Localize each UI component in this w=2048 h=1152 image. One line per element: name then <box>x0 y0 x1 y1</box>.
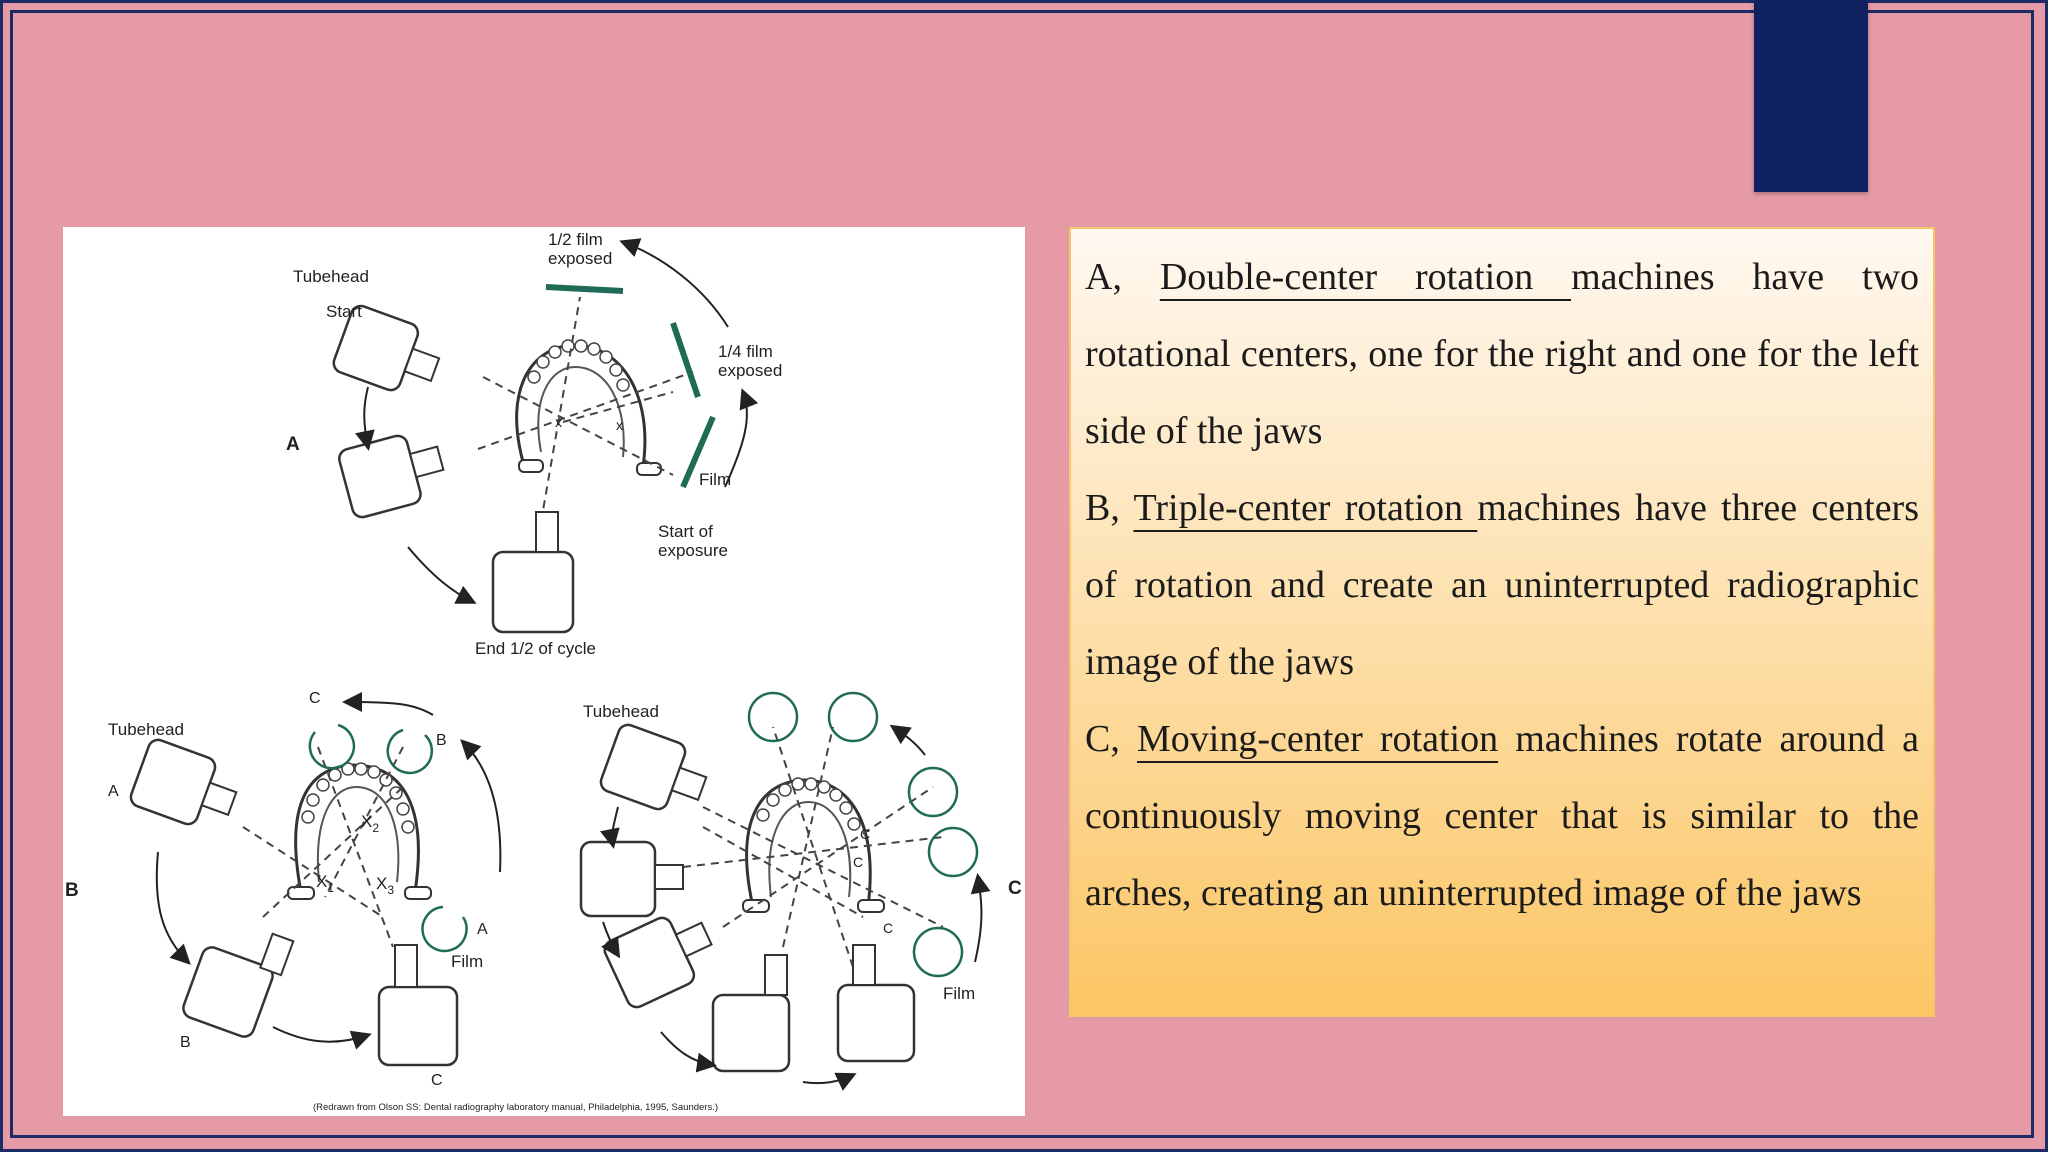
panel-b-position-b: B <box>180 1034 191 1051</box>
paragraph-b-prefix: B, <box>1085 487 1134 529</box>
paragraph-a-prefix: A, <box>1085 256 1160 298</box>
panel-a-start-label: Start <box>326 302 362 321</box>
panel-b-teeth <box>301 762 415 834</box>
panel-a-half-film-label-2: exposed <box>548 249 612 268</box>
term-triple-center-rotation: Triple-center rotation <box>1133 487 1478 529</box>
panel-c-tubehead-3 <box>603 916 713 1009</box>
panel-b-condyle-right <box>404 886 432 900</box>
paragraph-double-center: A, Double-center rotation machines have … <box>1085 239 1919 470</box>
panel-b-label: B <box>65 880 79 901</box>
panel-a-half-film-label-1: 1/2 film <box>548 230 603 249</box>
panel-c-arrows <box>600 724 991 1091</box>
panel-b-position-c: C <box>431 1072 443 1089</box>
panel-b-beams <box>242 746 404 948</box>
panel-a-condyle-left <box>518 459 544 473</box>
panel-b-x2: X2 <box>361 812 379 835</box>
panel-a-tubehead-middle <box>338 434 445 519</box>
panel-a-film-label: Film <box>699 470 731 489</box>
panel-a: x x Tubehead Start 1/2 film exposed <box>286 230 782 658</box>
panel-c-mark-2: C <box>853 854 863 870</box>
panel-b-tubehead-b <box>182 932 295 1038</box>
panel-b-condyle-left <box>287 886 315 900</box>
panel-c-tubehead-5 <box>836 944 916 1063</box>
panel-c-mark-3: C <box>883 920 893 936</box>
panel-b-jaw-inner <box>317 785 400 883</box>
panel-a-start-exposure-label-1: Start of <box>658 522 713 541</box>
panel-b-x3: X3 <box>376 874 394 897</box>
paragraph-c-prefix: C, <box>1085 718 1137 760</box>
panel-c-rotation-circles <box>747 691 979 978</box>
panel-a-film-quarter <box>670 322 701 398</box>
panel-a-jaw-inner <box>537 365 625 458</box>
panel-a-quarter-film-label-2: exposed <box>718 361 782 380</box>
panel-b-x1: X1 <box>316 872 334 895</box>
panel-a-quarter-film-label-1: 1/4 film <box>718 342 773 361</box>
panel-b-tubehead-a <box>129 738 238 826</box>
panel-a-label: A <box>286 434 300 455</box>
paragraph-a-body: machines have two rotational centers, on… <box>1085 256 1920 452</box>
rotation-diagram-svg: x x Tubehead Start 1/2 film exposed <box>65 230 1022 1113</box>
panel-b: Tubehead A B C C B A X1 X2 X3 Film B <box>65 690 502 1089</box>
panel-a-teeth <box>527 339 630 392</box>
panel-c-teeth <box>756 777 861 831</box>
panel-c-tubehead-label: Tubehead <box>583 702 659 721</box>
panel-c-condyle-right <box>857 899 885 913</box>
panel-c-beams <box>682 726 944 968</box>
panel-c-label: C <box>1008 878 1022 899</box>
paragraph-triple-center: B, Triple-center rotation machines have … <box>1085 470 1919 701</box>
panel-a-end-cycle-label: End 1/2 of cycle <box>475 639 596 658</box>
rotation-diagram-figure: x x Tubehead Start 1/2 film exposed <box>63 227 1025 1116</box>
panel-b-film-label: Film <box>451 952 483 971</box>
panel-a-rotation-center-2: x <box>616 417 623 433</box>
panel-b-tubehead-c <box>377 944 459 1067</box>
figure-caption: (Redrawn from Olson SS: Dental radiograp… <box>313 1102 718 1113</box>
paragraph-b-body: machines have three centers of rotation … <box>1085 487 1919 683</box>
panel-a-arrows <box>355 238 759 604</box>
panel-b-center-a: A <box>477 921 488 938</box>
panel-c-tubehead-4 <box>711 954 791 1073</box>
panel-c-mark-1: C <box>860 826 870 842</box>
panel-c-film-label: Film <box>943 984 975 1003</box>
panel-c-tubehead-2 <box>579 840 684 918</box>
panel-a-beams <box>477 296 694 523</box>
panel-a-jaw-arch <box>515 343 647 468</box>
panel-a-tubehead-end <box>491 511 575 634</box>
accent-tab <box>1754 0 1868 192</box>
panel-c: Tubehead Film C C C C <box>579 691 1022 1091</box>
panel-a-tubehead-label: Tubehead <box>293 267 369 286</box>
panel-c-tubehead-1 <box>599 723 708 811</box>
slide-frame <box>10 10 2034 1138</box>
panel-b-center-b: B <box>436 732 447 749</box>
panel-a-film-start <box>680 415 716 489</box>
paragraph-c-body: machines rotate around a continuously mo… <box>1085 718 1919 914</box>
panel-b-center-c: C <box>309 690 321 707</box>
paragraph-moving-center: C, Moving-center rotation machines rotat… <box>1085 701 1919 932</box>
panel-b-position-a: A <box>108 783 119 800</box>
panel-a-condyle-right <box>636 462 662 476</box>
panel-b-tubehead-label: Tubehead <box>108 720 184 739</box>
panel-a-start-exposure-label-2: exposure <box>658 541 728 560</box>
panel-c-jaw-arch <box>745 778 872 908</box>
panel-a-film-half <box>545 284 624 294</box>
term-moving-center-rotation: Moving-center rotation <box>1136 718 1499 760</box>
panel-a-rotation-center-1: x <box>555 414 562 430</box>
term-double-center-rotation: Double-center rotation <box>1159 256 1572 298</box>
panel-b-arrows <box>155 692 502 1050</box>
panel-a-tubehead-start <box>332 304 441 392</box>
panel-b-rotation-circles <box>308 723 468 953</box>
description-text-box: A, Double-center rotation machines have … <box>1069 227 1935 1017</box>
panel-c-jaw-inner <box>768 800 852 898</box>
